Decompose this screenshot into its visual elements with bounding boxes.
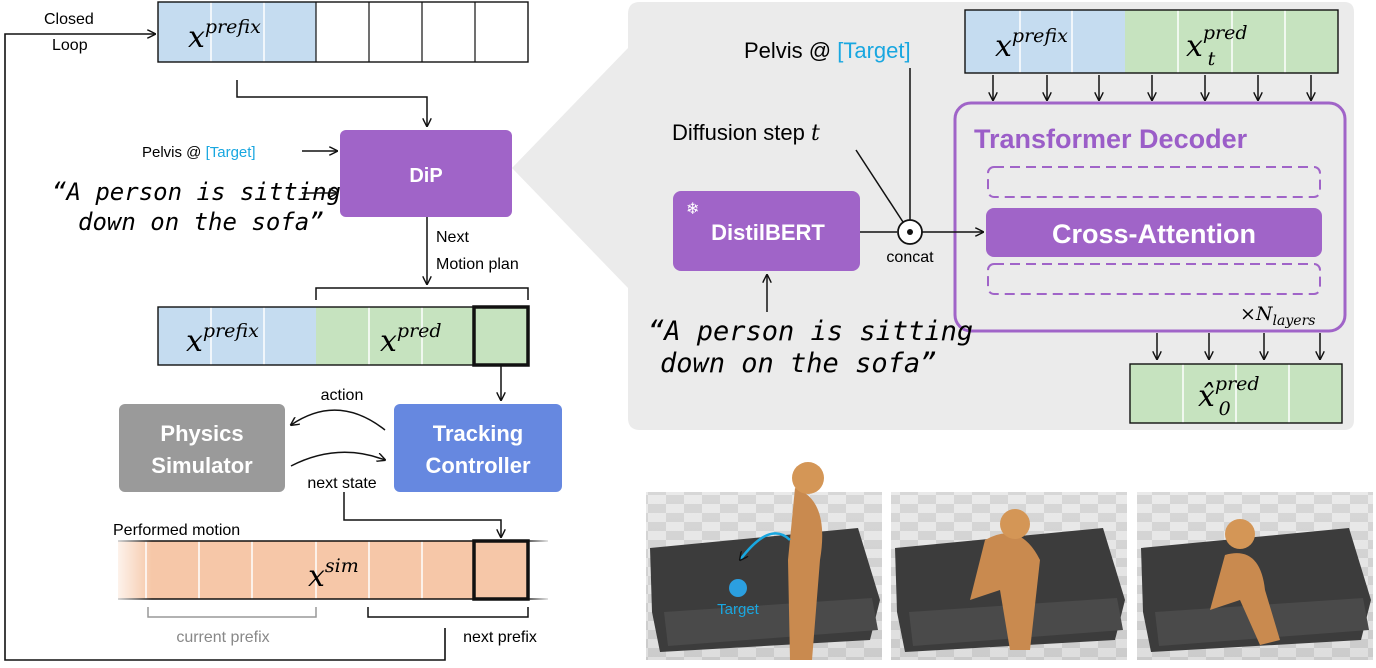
prefix-buffer-top: xprefix [157,1,529,63]
x-prefix-mid: xprefix [186,320,259,359]
next-prefix-bracket [367,607,529,618]
transformer-decoder-label: Transformer Decoder [974,124,1248,154]
performed-motion-label: Performed motion [113,522,240,539]
render-frame-1: Target [646,462,882,660]
action-arrow [291,409,386,431]
n-layers-label: ×Nlayers [1240,303,1315,329]
cross-attention-block [986,208,1322,257]
distilbert-block [673,191,860,271]
motion-plan-buffer: xprefix xpred [157,305,530,367]
physics-simulator-block [119,404,285,492]
mannequin-1 [788,488,823,660]
token-down-arrows [993,75,1311,100]
next-prefix-label: next prefix [463,629,537,646]
sim-next-frame-box [472,539,530,601]
loop-arrow [4,34,446,661]
render-frame-2 [891,492,1127,660]
prefix-to-dip-arrow [236,80,427,126]
tracking-controller-label-1: Tracking [433,421,523,446]
distilbert-label: DistilBERT [711,220,825,245]
transformer-decoder-block [953,101,1347,333]
next-motion-plan-2: Motion plan [436,256,519,273]
text-prompt-right-2: down on the sofa” [660,348,936,379]
x-prefix-right: xprefix [995,25,1068,64]
text-prompt-left-1: “A person is sitting [52,178,341,206]
mannequin-3 [1210,553,1280,645]
pelvis-target-right: Pelvis @ [Target] [744,38,911,63]
target-ball [729,579,747,597]
closed-loop-label-1: Closed [44,11,94,28]
pelvis-target-left: Pelvis @ [Target] [142,144,256,161]
x-prefix-top: xprefix [188,16,261,55]
physics-simulator-label-1: Physics [160,421,243,446]
diffusion-to-concat-line [855,149,904,223]
render-frame-3 [1137,492,1373,660]
physics-simulator-label-2: Simulator [151,453,253,478]
diffusion-step-label: Diffusion step t [672,120,820,146]
cross-attention-label: Cross-Attention [1052,219,1256,249]
performed-motion-buffer: xsim [108,538,552,602]
text-prompt-right-1: “A person is sitting [648,316,973,347]
plan-bracket [315,287,529,300]
tracking-to-sim-arrow [343,492,501,537]
current-prefix-bracket [147,607,317,618]
mannequin-2 [970,533,1040,650]
tracking-controller-label-2: Controller [425,453,531,478]
next-state-label: next state [307,475,376,492]
current-prefix-label: current prefix [176,629,269,646]
next-state-arrow [290,451,385,467]
concat-dot [907,229,913,235]
text-prompt-left-2: down on the sofa” [78,208,324,236]
tracking-controller-block [394,404,562,492]
action-label: action [321,387,364,404]
x-sim: xsim [308,555,359,594]
target-label: Target [717,601,760,618]
next-motion-plan-1: Next [436,229,469,246]
decoder-layer-below [987,263,1321,295]
output-down-arrows [1157,333,1320,359]
decoder-layer-above [987,166,1321,198]
dip-label: DiP [409,165,442,187]
target-path [740,532,791,560]
concat-label: concat [886,249,934,266]
closed-loop: Closed Loop [4,11,446,661]
snowflake-icon: ❄ [686,201,699,218]
detail-panel [512,2,1354,430]
x-pred-mid: xpred [380,320,442,359]
dip-block [340,130,512,217]
closed-loop-label-2: Loop [52,37,88,54]
